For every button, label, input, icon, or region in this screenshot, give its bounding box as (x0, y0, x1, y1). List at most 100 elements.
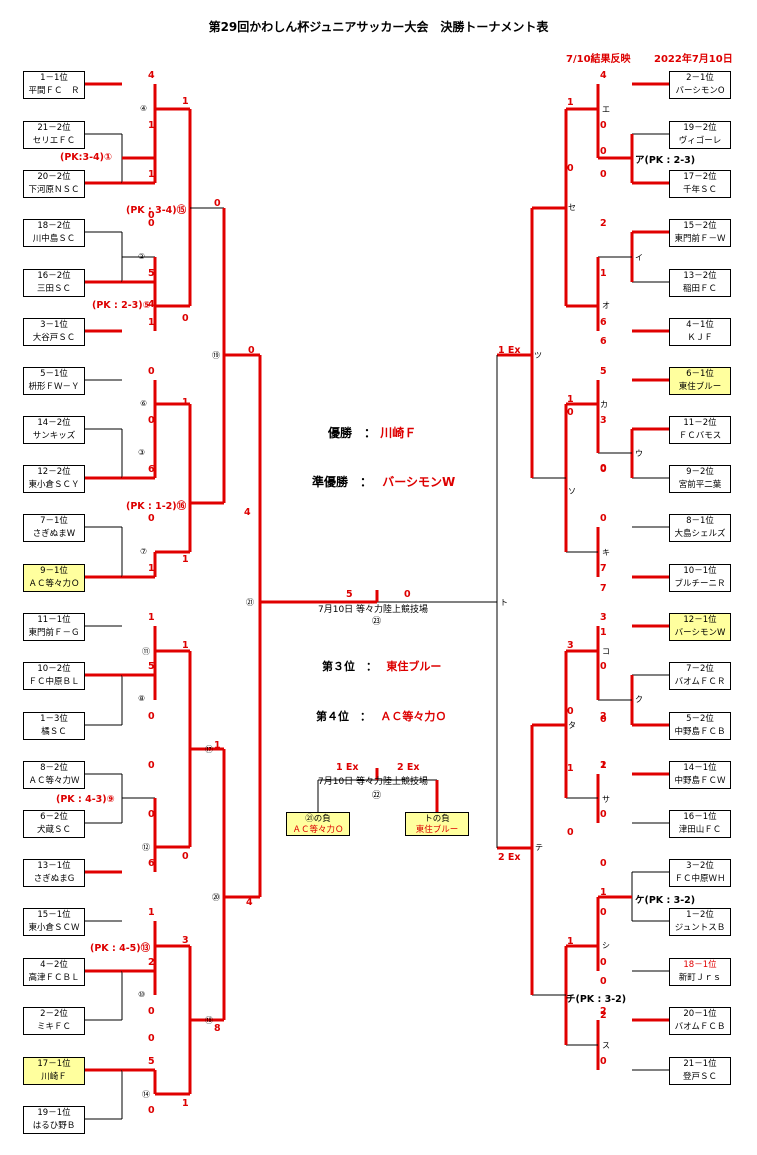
team-seed: 20－2位 (37, 172, 71, 182)
third-left-line2: ＡＣ等々力Ｏ (292, 825, 344, 835)
team-seed: 18－1位 (683, 960, 717, 970)
round-score: 0 (600, 146, 607, 157)
team-score: 3 (600, 612, 607, 623)
team-seed: 5－2位 (686, 714, 714, 724)
team-name: ＫＪＦ (687, 333, 713, 343)
team-box: 10－1位ブルチーニＲ (669, 564, 731, 592)
team-box: 2－2位ミキＦＣ (23, 1007, 85, 1035)
team-name: ＦＣ中原ＢＬ (28, 677, 80, 687)
fourth-value: ＡＣ等々力Ｏ (380, 710, 447, 723)
fourth-result: 第４位 ： ＡＣ等々力Ｏ (316, 710, 447, 723)
team-score: 5 (148, 661, 155, 672)
team-name: 川崎Ｆ (41, 1072, 67, 1082)
team-score: 1 (148, 907, 155, 918)
team-score: 6 (600, 317, 607, 328)
team-name: 大島シェルズ (674, 529, 726, 539)
team-score: 2 (600, 711, 607, 722)
team-box: 15－1位東小倉ＳＣＷ (23, 908, 85, 936)
team-name: 中野島ＦＣＢ (674, 727, 726, 737)
team-name: ブルチーニＲ (674, 579, 726, 589)
team-score: 1 (148, 612, 155, 623)
team-box: 14－1位中野島ＦＣＷ (669, 761, 731, 789)
team-box: 19－2位ヴィゴーレ (669, 121, 731, 149)
team-name: ミキＦＣ (36, 1022, 71, 1032)
third-match-right-score: 2 Ex (397, 762, 420, 773)
round-score: 4 (246, 897, 253, 908)
team-seed: 20－1位 (683, 1009, 717, 1019)
team-score: 0 (600, 169, 607, 180)
team-name: バーシモンO (675, 86, 725, 96)
match-mark: ⑰ (205, 745, 213, 754)
team-score: 0 (600, 957, 607, 968)
match-mark: ケ(PK : 3-2) (635, 895, 696, 906)
team-name: 東門前Ｆ－Ｗ (674, 234, 726, 244)
team-box: 16－2位三田ＳＣ (23, 269, 85, 297)
final-venue: 7月10日 等々力陸上競技場 (318, 605, 429, 615)
match-mark: ⑫ (142, 843, 150, 852)
team-seed: 21－2位 (37, 123, 71, 133)
team-score: 4 (148, 70, 155, 81)
team-seed: 1－1位 (40, 73, 68, 83)
round-score: 1 Ex (498, 345, 521, 356)
team-name: ＦＣバモス (678, 431, 722, 441)
team-box: 18－1位新町Ｊｒｓ (669, 958, 731, 986)
team-box: 7－1位さぎぬまW (23, 514, 85, 542)
team-score: 0 (148, 809, 155, 820)
round-score: 4 (148, 299, 155, 310)
round-score: 6 (600, 336, 607, 347)
team-score: 0 (600, 513, 607, 524)
match-mark: イ (635, 253, 643, 262)
team-seed: 6－1位 (686, 369, 714, 379)
round-score: 1 (182, 640, 189, 651)
team-seed: 12－2位 (37, 467, 71, 477)
team-name: バオムＦＣＲ (674, 677, 726, 687)
team-box: 13－2位稲田ＦＣ (669, 269, 731, 297)
team-box: 1－1位平間ＦＣ Ｒ (23, 71, 85, 99)
team-seed: 18－2位 (37, 221, 71, 231)
team-name: 東小倉ＳＣＹ (28, 480, 80, 490)
team-name: 千年ＳＣ (682, 185, 717, 195)
team-seed: 2－2位 (40, 1009, 68, 1019)
third-right-line1: トの負 (424, 814, 450, 824)
match-mark: ⑧ (138, 694, 146, 703)
team-score: 0 (148, 415, 155, 426)
match-mark: ⑳ (212, 893, 220, 902)
team-name: ＡＣ等々力Ｏ (28, 579, 80, 589)
team-score: 0 (148, 218, 155, 229)
team-name: ＡＣ等々力Ｗ (28, 776, 80, 786)
team-seed: 9－1位 (40, 566, 68, 576)
round-score: 0 (600, 976, 607, 987)
final-right-score: 0 (404, 589, 411, 600)
page-title: 第29回かわしん杯ジュニアサッカー大会 決勝トーナメント表 (208, 20, 549, 34)
team-name: 宮前平二葉 (678, 480, 722, 490)
round-score: 1 (182, 554, 189, 565)
team-box: 9－1位 ＡＣ等々力Ｏ (23, 564, 85, 592)
round-score: 1 (600, 627, 607, 638)
team-score: 0 (148, 513, 155, 524)
team-score: 0 (600, 1056, 607, 1067)
team-name: 東小倉ＳＣＷ (28, 923, 80, 933)
round-score: 0 (600, 463, 607, 474)
team-name: 大谷戸ＳＣ (32, 333, 76, 343)
third-match-right-box: トの負 東住ブルー (405, 812, 469, 836)
round-score: 0 (182, 313, 189, 324)
round-score: 0 (600, 714, 607, 725)
team-box: 14－2位サンキッズ (23, 416, 85, 444)
team-box: 8－1位大島シェルズ (669, 514, 731, 542)
match-mark: (PK : 4-5)⑬ (90, 943, 151, 954)
team-name: さぎぬまG (33, 874, 75, 884)
third-match-number: ㉒ (372, 791, 382, 801)
round-score: 0 (214, 198, 221, 209)
round-score: 3 (567, 640, 574, 651)
round-score: 1 (567, 936, 574, 947)
match-mark: ⑥ (140, 399, 148, 408)
team-score: 1 (148, 169, 155, 180)
match-mark: サ (602, 795, 610, 804)
match-mark: ⑱ (205, 1016, 213, 1025)
team-seed: 3－1位 (40, 320, 68, 330)
team-name: ＦＣ中原ＷＨ (674, 874, 726, 884)
round-score: 2 (600, 1010, 607, 1021)
